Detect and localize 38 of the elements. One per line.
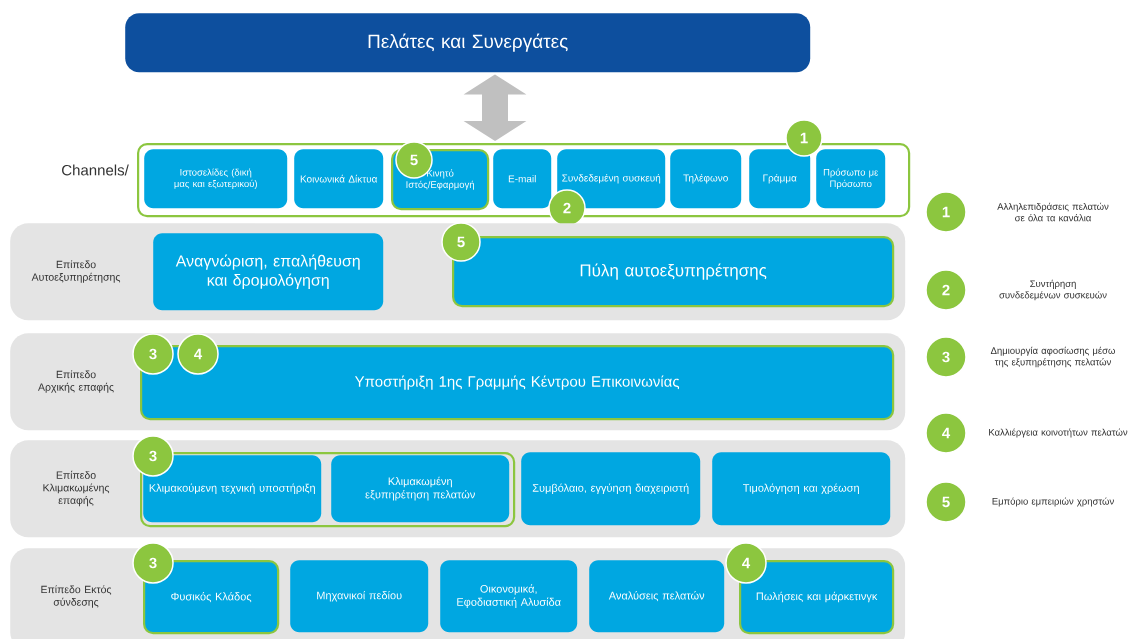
- number-badge: 5: [925, 481, 967, 523]
- layer-label: Επίπεδο Αυτοεξυπηρέτησης: [31, 260, 121, 283]
- layer-label: Επίπεδο Εκτός σύνδεσης: [41, 585, 112, 608]
- function-box: Μηχανικοί πεδίου: [290, 560, 429, 633]
- function-box: Τιμολόγηση και χρέωση: [712, 452, 891, 526]
- double-arrow: [463, 74, 527, 141]
- number-badge: 4: [725, 542, 767, 584]
- function-box: Συμβόλαιο, εγγύηση διαχειριστή: [521, 452, 701, 526]
- function-box: Αναγνώριση, επαλήθευση και δρομολόγηση: [153, 233, 384, 311]
- number-badge: 4: [925, 412, 967, 454]
- number-badge: 3: [132, 435, 174, 477]
- channel-box: Τηλέφωνο: [670, 149, 742, 209]
- layer-label: Επίπεδο Κλιμακωμένης επαφής: [43, 470, 110, 507]
- number-badge: 1: [925, 191, 967, 233]
- function-box: Οικονομικά, Εφοδιαστική Αλυσίδα: [440, 560, 578, 633]
- function-box: Κλιμακωμένη εξυπηρέτηση πελατών: [331, 455, 510, 523]
- number-badge: 1: [785, 119, 823, 157]
- badge-caption: Δημιουργία αφοσίωσης μέσω της εξυπηρέτησης πελατών: [990, 346, 1115, 368]
- number-badge: 3: [925, 336, 967, 378]
- badge-caption: Εμπόριο εμπειριών χρηστών: [992, 497, 1114, 507]
- number-badge: 2: [925, 269, 967, 311]
- channel-box: Κοινωνικά Δίκτυα: [294, 149, 384, 209]
- number-badge: 2: [548, 189, 586, 227]
- number-badge: 3: [132, 542, 174, 584]
- badge-caption: Αλληλεπιδράσεις πελατών σε όλα τα κανάλια: [997, 202, 1109, 222]
- badge-caption: Συντήρηση συνδεδεμένων συσκευών: [999, 279, 1107, 301]
- channel-box: E-mail: [493, 149, 552, 209]
- group-label: Channels/: [62, 164, 129, 176]
- channel-box: Πρόσωπο με Πρόσωπο: [816, 149, 886, 209]
- badge-caption: Καλλιέργεια κοινοτήτων πελατών: [989, 428, 1128, 438]
- number-badge: 3: [132, 333, 174, 375]
- layer-label: Επίπεδο Αρχικής επαφής: [38, 370, 114, 393]
- function-box: Αναλύσεις πελατών: [589, 560, 725, 633]
- channel-box: Γράμμα: [749, 149, 811, 209]
- number-badge: 4: [177, 333, 219, 375]
- channel-box: Ιστοσελίδες (δική μας και εξωτερικού): [144, 149, 288, 209]
- number-badge: 5: [441, 222, 481, 262]
- title-banner: Πελάτες και Συνεργάτες: [125, 13, 811, 73]
